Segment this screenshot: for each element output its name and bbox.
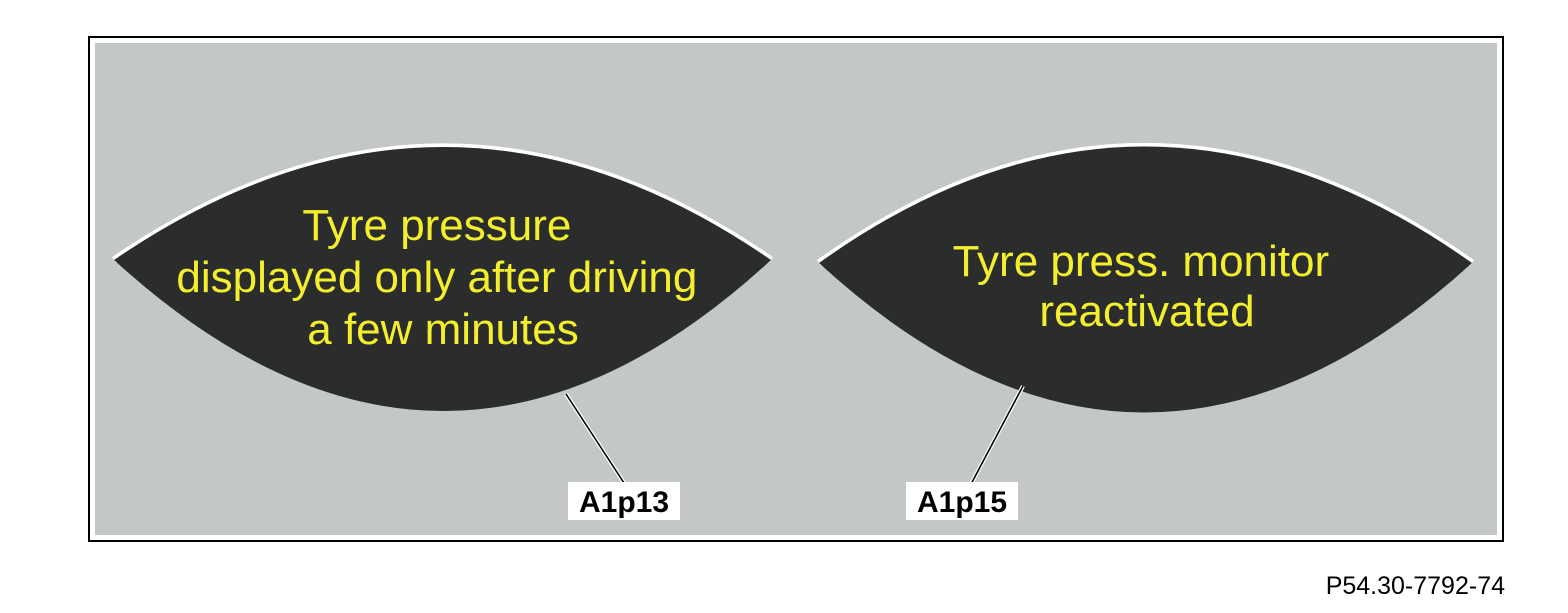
display-a1p15-message-line-2: reactivated	[1039, 287, 1254, 336]
callout-a1p15-label-box	[906, 482, 1018, 520]
callout-a1p13-label: A1p13	[579, 486, 669, 519]
callout-a1p15-leader	[969, 385, 1024, 487]
callout-a1p15-label: A1p15	[917, 486, 1007, 519]
instrument-display-diagram: Tyre pressure displayed only after drivi…	[112, 143, 1475, 520]
display-a1p15-message-line-1: Tyre press. monitor	[953, 237, 1330, 286]
display-a1p13-message: Tyre pressure displayed only after drivi…	[176, 201, 709, 354]
display-a1p15: Tyre press. monitor reactivated A1p15	[816, 143, 1475, 520]
display-a1p15-message: Tyre press. monitor reactivated	[953, 237, 1342, 336]
callout-a1p13-leader	[565, 393, 627, 487]
display-a1p13-message-line-2: displayed only after driving	[176, 253, 697, 302]
display-a1p13-message-line-3: a few minutes	[307, 305, 578, 354]
callout-a1p13-label-box	[568, 482, 680, 520]
display-a1p13-message-line-1: Tyre pressure	[302, 201, 571, 250]
figure-code: P54.30-7792-74	[1325, 572, 1505, 600]
display-a1p13-screen	[114, 147, 771, 411]
display-a1p15-screen	[819, 146, 1472, 413]
display-a1p13: Tyre pressure displayed only after drivi…	[112, 143, 773, 520]
